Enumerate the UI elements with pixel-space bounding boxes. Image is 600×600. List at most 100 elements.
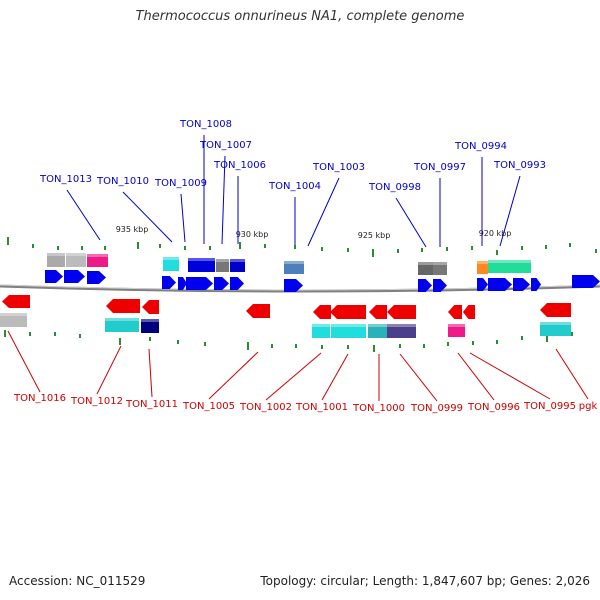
forward-gene-arrow (433, 279, 447, 292)
forward-gene-arrow (418, 279, 432, 292)
forward-gene-leader-line (499, 175, 521, 247)
reverse-gene-leader-line (457, 352, 495, 401)
gene-feature-box (230, 259, 245, 272)
gene-feature-box-highlight (284, 261, 304, 264)
gene-feature-box-highlight (163, 257, 179, 260)
forward-gene-arrow (162, 276, 176, 289)
forward-gene-arrow (64, 270, 85, 283)
forward-gene-leader-line (66, 189, 101, 241)
reverse-gene-arrow (463, 305, 475, 319)
reverse-gene-label: TON_0995 (523, 401, 576, 412)
reverse-gene-leader-line (555, 348, 589, 400)
forward-gene-arrow (531, 278, 541, 291)
reverse-gene-arrow (246, 304, 270, 318)
reverse-gene-label: TON_0996 (467, 402, 520, 413)
reverse-gene-label: TON_1012 (70, 396, 123, 407)
reverse-gene-label: TON_1000 (352, 403, 405, 414)
forward-gene-label: TON_0994 (454, 141, 507, 152)
gene-feature-box-highlight (331, 324, 366, 327)
reverse-gene-arrow (313, 305, 331, 319)
reverse-gene-label: pgk (579, 401, 598, 412)
gene-feature-box-highlight (230, 259, 245, 262)
gene-feature-box-highlight (477, 261, 488, 264)
gene-arrows (2, 270, 600, 319)
forward-gene-leader-line (307, 177, 340, 247)
reverse-gene-label: TON_0999 (410, 403, 463, 414)
reverse-gene-leader-line (208, 351, 259, 400)
forward-gene-arrow (87, 271, 106, 284)
reverse-gene-arrow (142, 300, 159, 314)
scale-label: 920 kbp (479, 229, 512, 238)
forward-gene-label: TON_1008 (179, 119, 232, 130)
gene-feature-box-highlight (188, 258, 215, 261)
forward-gene-arrow (284, 279, 303, 292)
reverse-gene-leader-line (96, 345, 122, 395)
gene-feature-box (387, 324, 416, 338)
forward-gene-label: TON_1006 (213, 160, 266, 171)
gene-feature-box-highlight (448, 324, 465, 327)
reverse-gene-leader-line (7, 330, 41, 393)
forward-gene-arrow (488, 278, 512, 291)
gene-feature-box-highlight (105, 318, 139, 321)
reverse-gene-arrow (369, 305, 387, 319)
forward-gene-label: TON_0998 (368, 182, 421, 193)
reverse-gene-label: TON_1016 (13, 393, 66, 404)
reverse-gene-arrow (448, 305, 462, 319)
forward-gene-arrow (477, 278, 488, 291)
forward-gene-label: TON_0993 (493, 160, 546, 171)
reverse-gene-label: TON_1011 (125, 399, 178, 410)
tick-marks (4, 237, 597, 352)
gene-feature-box (87, 254, 108, 267)
forward-gene-leader-line (395, 197, 427, 248)
forward-gene-leader-line (122, 191, 173, 243)
gene-feature-box (433, 262, 447, 275)
forward-gene-label: TON_0997 (413, 162, 466, 173)
gene-feature-box-highlight (418, 262, 433, 265)
forward-gene-arrow (214, 277, 229, 290)
gene-feature-box-highlight (66, 253, 86, 256)
gene-feature-box (368, 324, 387, 338)
accession-text: Accession: NC_011529 (9, 574, 146, 588)
forward-gene-label: TON_1003 (312, 162, 365, 173)
gene-feature-box-highlight (312, 324, 330, 327)
gene-feature-box (105, 318, 139, 332)
scale-label: 930 kbp (236, 230, 269, 239)
gene-feature-box (188, 258, 215, 272)
gene-feature-box (448, 324, 465, 337)
gene-feature-box (284, 261, 304, 274)
genome-summary-text: Topology: circular; Length: 1,847,607 bp… (260, 574, 590, 588)
gene-feature-box-highlight (141, 319, 159, 322)
reverse-gene-label: TON_1005 (182, 401, 235, 412)
gene-feature-box-highlight (433, 262, 447, 265)
gene-feature-box-highlight (488, 260, 531, 263)
gene-feature-box (216, 259, 229, 272)
reverse-gene-arrow (2, 295, 30, 308)
forward-gene-label: TON_1010 (96, 176, 149, 187)
scale-label: 935 kbp (116, 225, 149, 234)
map-title: Thermococcus onnurineus NA1, complete ge… (135, 9, 465, 24)
gene-feature-box (418, 262, 433, 275)
reverse-gene-leader-line (399, 353, 438, 402)
gene-feature-box-highlight (368, 324, 387, 327)
forward-gene-arrow (186, 277, 213, 290)
gene-feature-box-highlight (540, 322, 571, 325)
gene-feature-box (66, 253, 86, 267)
forward-gene-label: TON_1009 (154, 178, 207, 189)
gene-feature-box (488, 260, 531, 273)
gene-feature-box (540, 322, 571, 336)
gene-feature-box-highlight (47, 253, 65, 256)
reverse-gene-arrow (330, 305, 366, 319)
gene-feature-box (0, 313, 27, 327)
forward-gene-arrow (45, 270, 63, 283)
forward-gene-leader-line (180, 193, 186, 243)
reverse-gene-leader-line (148, 348, 153, 398)
gene-feature-box (312, 324, 330, 338)
reverse-gene-label: TON_1002 (239, 402, 292, 413)
forward-gene-arrow (513, 278, 530, 291)
forward-gene-arrow (178, 277, 187, 290)
reverse-gene-arrow (106, 299, 140, 313)
